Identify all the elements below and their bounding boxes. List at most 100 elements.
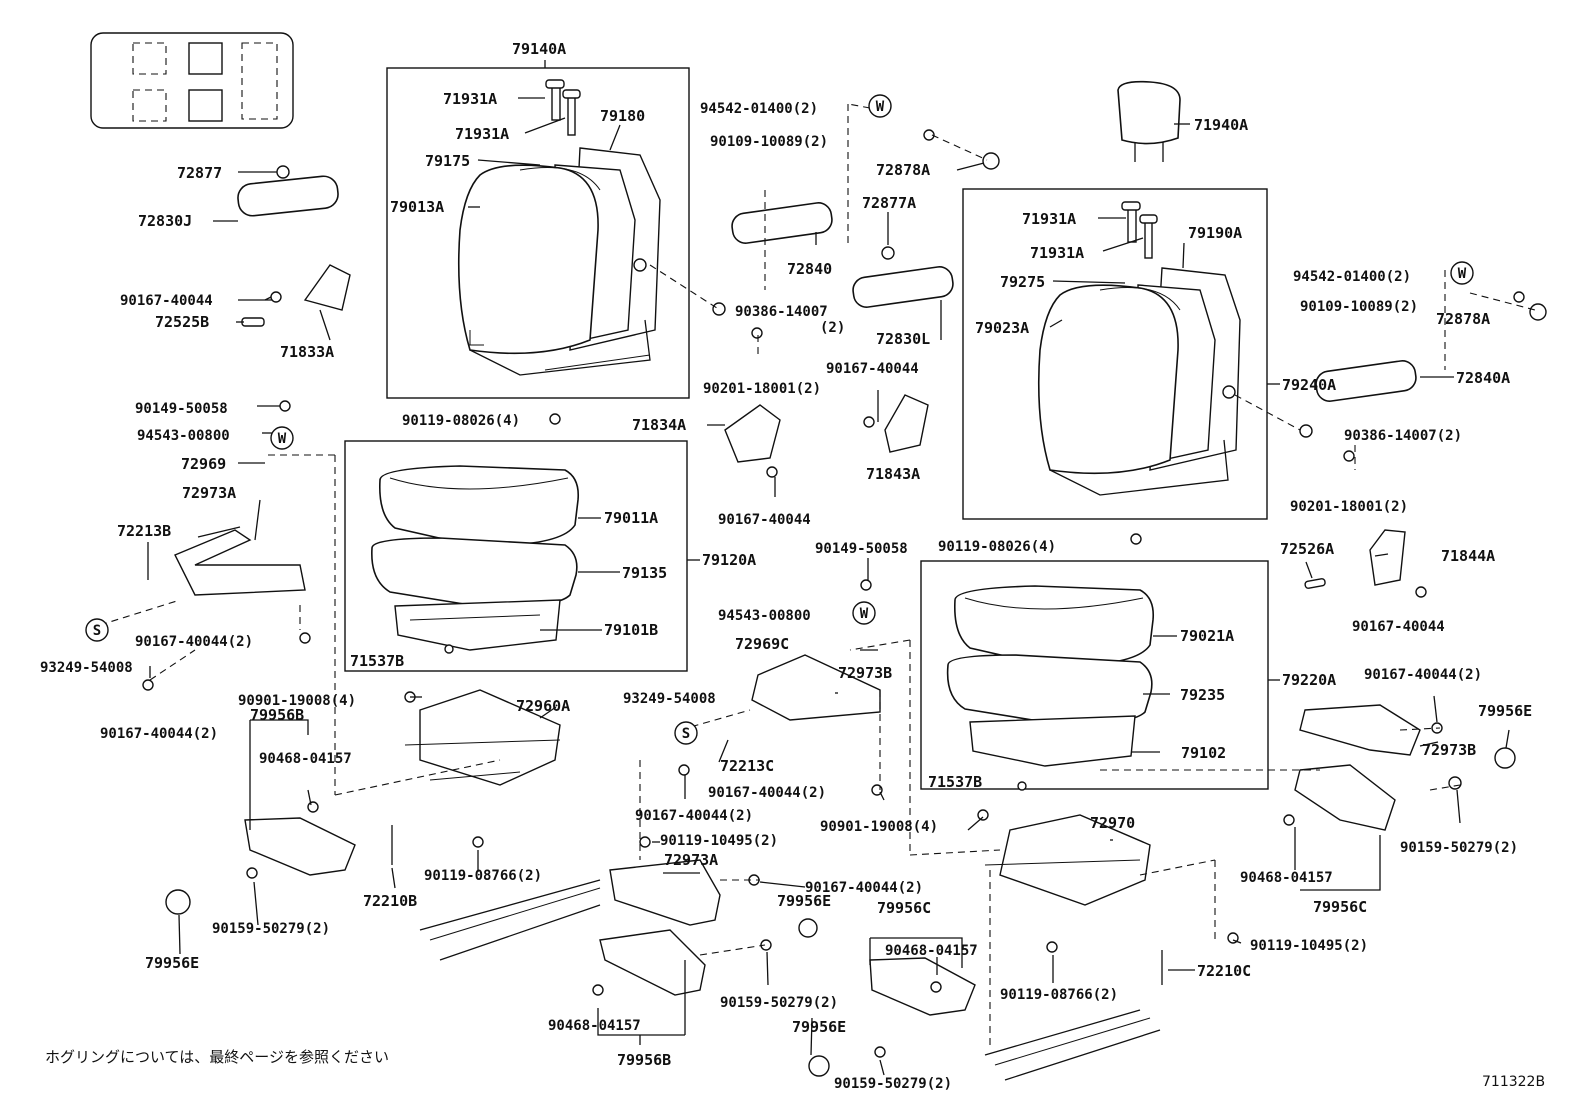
- leader-lines: [147, 60, 1510, 1076]
- svg-text:W: W: [860, 606, 869, 622]
- label-71833A: 71833A: [280, 343, 334, 361]
- label-79956E: 79956E: [145, 954, 199, 972]
- label-79140A: 79140A: [512, 40, 566, 58]
- label-90119-10495-2: 90119-10495(2): [1250, 938, 1368, 954]
- label-79275: 79275: [1000, 273, 1045, 291]
- label-79220A: 79220A: [1282, 671, 1336, 689]
- label-79240A: 79240A: [1282, 376, 1336, 394]
- dashed-reference-lines: [99, 103, 1536, 1050]
- screw-symbol-1: S: [85, 618, 109, 642]
- seat-track-part-icons: [404, 689, 1161, 1081]
- label-72973A: 72973A: [664, 851, 718, 869]
- label-94542-01400-2: 94542-01400(2): [700, 101, 818, 117]
- label-79023A: 79023A: [975, 319, 1029, 337]
- label-79956B: 79956B: [250, 706, 304, 724]
- label-90167-40044-2: 90167-40044(2): [1364, 667, 1482, 683]
- label-71931A: 71931A: [1030, 244, 1084, 262]
- label-90468-04157: 90468-04157: [259, 751, 352, 767]
- label-90119-08026-4: 90119-08026(4): [402, 413, 520, 429]
- svg-text:W: W: [1458, 266, 1467, 282]
- label-90201-18001-2: 90201-18001(2): [703, 381, 821, 397]
- label-72878A: 72878A: [1436, 310, 1490, 328]
- label-90468-04157: 90468-04157: [885, 943, 978, 959]
- cushion-left-part-icon: [371, 465, 580, 651]
- label-72878A: 72878A: [876, 161, 930, 179]
- label-90386-14007: 90386-14007: [735, 304, 828, 320]
- label-90159-50279-2: 90159-50279(2): [1400, 840, 1518, 856]
- label-79956C: 79956C: [877, 899, 931, 917]
- screw-symbol-2: S: [674, 721, 698, 745]
- label-93249-54008: 93249-54008: [623, 691, 716, 707]
- seatback-right-part-icon: [1037, 201, 1241, 496]
- label-71940A: 71940A: [1194, 116, 1248, 134]
- cushion-assembly-box-right: [920, 560, 1269, 790]
- label-72969C: 72969C: [735, 635, 789, 653]
- label-90167-40044: 90167-40044: [718, 512, 811, 528]
- label-90468-04157: 90468-04157: [548, 1018, 641, 1034]
- label-90119-08766-2: 90119-08766(2): [1000, 987, 1118, 1003]
- label-71537B: 71537B: [350, 652, 404, 670]
- headrest-part-icon: [1117, 80, 1181, 162]
- label-79120A: 79120A: [702, 551, 756, 569]
- label-72830L: 72830L: [876, 330, 930, 348]
- label-72877: 72877: [177, 164, 222, 182]
- label-72973A: 72973A: [182, 484, 236, 502]
- label-90167-40044-2: 90167-40044(2): [708, 785, 826, 801]
- svg-text:S: S: [93, 623, 101, 639]
- hog-ring-note: ホグリングについては、最終ページを参照ください: [45, 1048, 389, 1066]
- washer-symbol-4: W: [852, 601, 876, 625]
- label-71844A: 71844A: [1441, 547, 1495, 565]
- label-79956E: 79956E: [777, 892, 831, 910]
- recliner-cover-part-icons: [241, 264, 1406, 589]
- label-71931A: 71931A: [455, 125, 509, 143]
- label-90901-19008-4: 90901-19008(4): [238, 693, 356, 709]
- label-72973B: 72973B: [1422, 741, 1476, 759]
- label-72830J: 72830J: [138, 212, 192, 230]
- cushion-assembly-box-left: [344, 440, 688, 672]
- label-79135: 79135: [622, 564, 667, 582]
- label-79190A: 79190A: [1188, 224, 1242, 242]
- seatback-left-part-icon: [457, 79, 661, 376]
- washer-symbol-3: W: [270, 426, 294, 450]
- label-90119-08766-2: 90119-08766(2): [424, 868, 542, 884]
- cushion-right-part-icon: [946, 585, 1155, 767]
- label-79175: 79175: [425, 152, 470, 170]
- label-71834A: 71834A: [632, 416, 686, 434]
- label-72973B: 72973B: [838, 664, 892, 682]
- seatback-assembly-box-right: [962, 188, 1268, 520]
- svg-text:W: W: [278, 431, 287, 447]
- label-90167-40044: 90167-40044: [120, 293, 213, 309]
- label-79102: 79102: [1181, 744, 1226, 762]
- label-79013A: 79013A: [390, 198, 444, 216]
- armrest-part-icons: [237, 175, 1417, 402]
- label-72840: 72840: [787, 260, 832, 278]
- label-72969: 72969: [181, 455, 226, 473]
- label-90386-14007-qty: (2): [820, 320, 845, 336]
- washer-symbol-2: W: [1450, 261, 1474, 285]
- label-90167-40044: 90167-40044: [826, 361, 919, 377]
- svg-text:S: S: [682, 726, 690, 742]
- label-71931A: 71931A: [1022, 210, 1076, 228]
- label-79101B: 79101B: [604, 621, 658, 639]
- label-94543-00800: 94543-00800: [137, 428, 230, 444]
- label-79180: 79180: [600, 107, 645, 125]
- seatback-assembly-box-left: [386, 67, 690, 399]
- label-79956B: 79956B: [617, 1051, 671, 1069]
- label-72213B: 72213B: [117, 522, 171, 540]
- label-94543-00800: 94543-00800: [718, 608, 811, 624]
- label-79011A: 79011A: [604, 509, 658, 527]
- label-90159-50279-2: 90159-50279(2): [212, 921, 330, 937]
- label-90167-40044-2: 90167-40044(2): [100, 726, 218, 742]
- part-labels: 79140A 71931A 71931A 79180 79175 79013A …: [40, 40, 1532, 1092]
- seat-layout-locator-icon: [90, 32, 294, 129]
- label-71843A: 71843A: [866, 465, 920, 483]
- label-90167-40044-2: 90167-40044(2): [805, 880, 923, 896]
- label-90167-40044-2: 90167-40044(2): [135, 634, 253, 650]
- drawing-id: 711322B: [1482, 1074, 1545, 1090]
- label-72960A: 72960A: [516, 697, 570, 715]
- label-90386-14007-2: 90386-14007(2): [1344, 428, 1462, 444]
- label-72210B: 72210B: [363, 892, 417, 910]
- label-71537B: 71537B: [928, 773, 982, 791]
- washer-symbol-1: W: [868, 94, 892, 118]
